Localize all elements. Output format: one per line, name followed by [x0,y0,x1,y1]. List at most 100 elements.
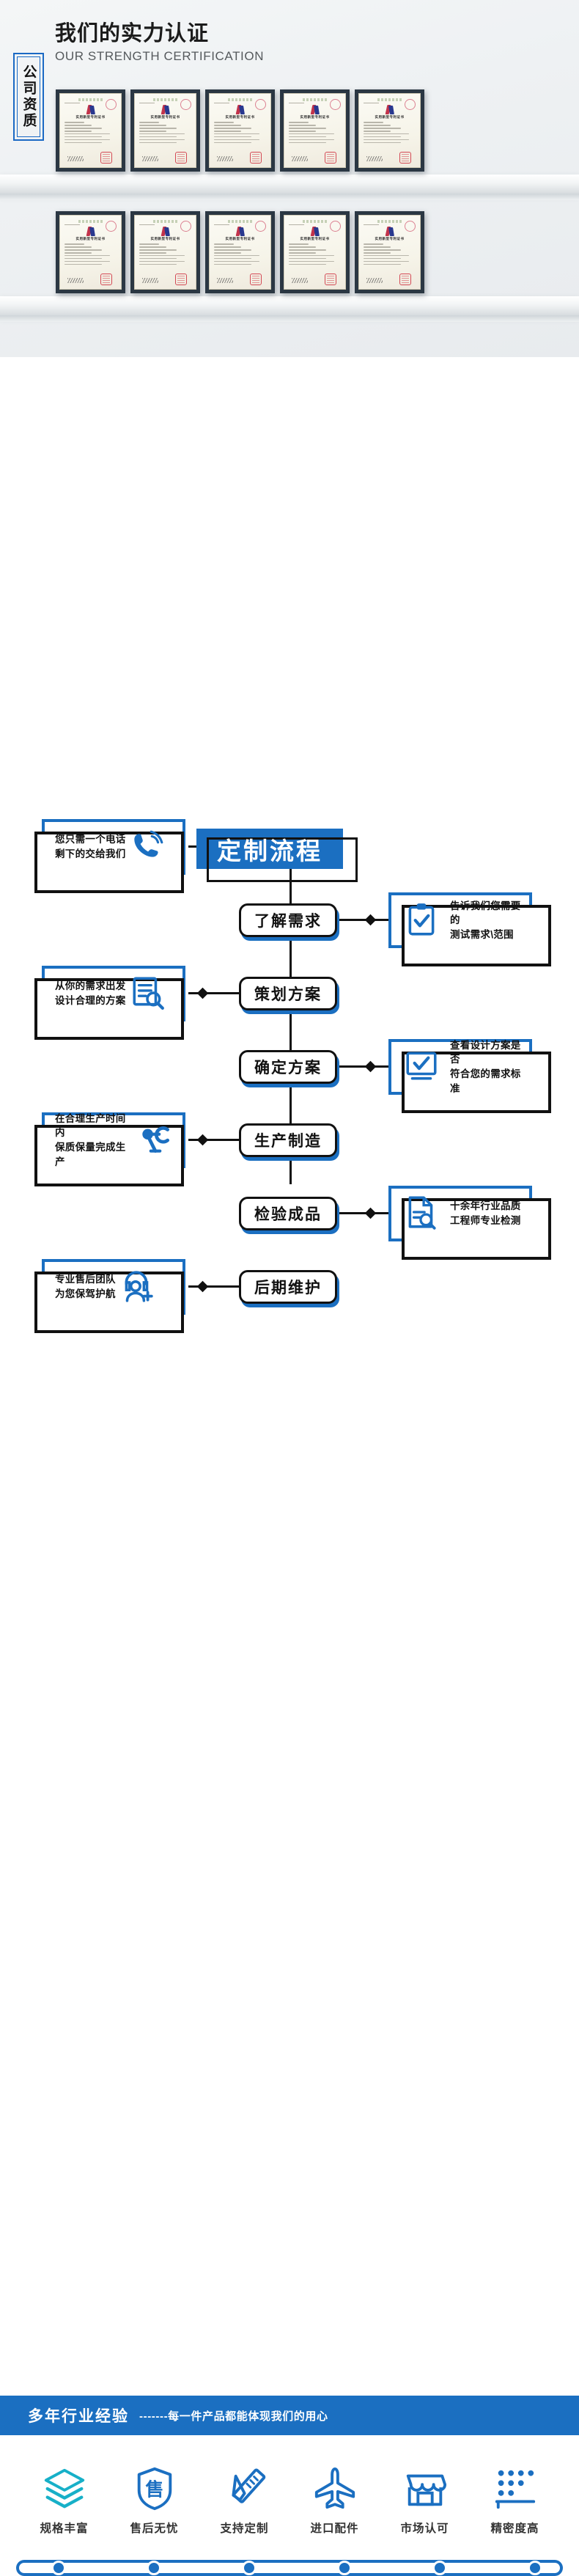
patent-logo-icon [385,227,395,236]
patent-logo-icon [161,227,171,236]
airplane-icon [295,2464,375,2514]
certification-header: 我们的实力认证 OUR STRENGTH CERTIFICATION [55,21,264,64]
timeline-dot-3[interactable] [242,2561,257,2575]
phone-call-icon [129,827,169,867]
process-step-2[interactable]: 了解需求 [239,903,337,937]
process-note-text: 查看设计方案是否 符合您的需求标准 [450,1039,521,1094]
monitor-check-icon [403,1047,443,1087]
process-note-2: 告诉我们您需要的 测试需求\范围 [388,892,551,966]
feature-item-5[interactable]: 市场认可 [386,2464,465,2536]
certificate-frame: 实用新型专利证书 [205,211,275,293]
timeline-dot-1[interactable] [51,2561,66,2575]
certification-section: 我们的实力认证 OUR STRENGTH CERTIFICATION 公司资质 … [0,0,579,357]
process-note-1: 您只需一个电话 剩下的交给我们 [34,819,185,893]
feature-label: 支持定制 [220,2522,269,2535]
feature-item-6[interactable]: 精密度高 [476,2464,555,2536]
feature-label: 进口配件 [310,2522,359,2535]
signature-mark [292,278,308,283]
certificate-frame: 实用新型专利证书 [280,211,350,293]
company-qualification-badge: 公司资质 [13,53,44,141]
red-seal-icon [250,274,262,285]
signature-mark [142,156,158,161]
process-note-text: 十余年行业品质 工程师专业检测 [450,1200,521,1226]
process-connector [188,1139,240,1141]
experience-banner: 多年行业经验 -------每一件产品都能体现我们的用心 [0,2396,579,2435]
feature-item-4[interactable]: 进口配件 [295,2464,375,2536]
signature-mark [217,278,233,283]
feature-list: 规格丰富售售后无忧支持定制进口配件市场认可精密度高 [0,2464,579,2536]
process-connector [339,1065,390,1068]
process-note-text: 告诉我们您需要的 测试需求\范围 [450,900,521,940]
shelf-bottom [0,296,579,315]
process-note-text: 在合理生产时间内 保质保量完成生产 [55,1112,126,1167]
process-step-4[interactable]: 确定方案 [239,1050,337,1084]
experience-banner-subtitle: -------每一件产品都能体现我们的用心 [139,2410,328,2423]
process-step-label: 后期维护 [254,1280,322,1296]
certificate-frame: 实用新型专利证书 [130,211,200,293]
process-step-label: 确定方案 [254,1060,322,1076]
dot-grid-icon [476,2464,555,2514]
badge-label: 公司资质 [21,65,37,129]
timeline-dot-6[interactable] [528,2561,542,2575]
red-seal-icon [325,152,336,164]
patent-logo-icon [385,105,395,114]
process-step-label: 生产制造 [254,1133,322,1150]
page-title: 我们的实力认证 [55,22,210,45]
process-step-6[interactable]: 检验成品 [239,1197,337,1230]
process-connector [339,1212,390,1214]
timeline-dot-2[interactable] [147,2561,161,2575]
process-note-text: 从你的需求出发 设计合理的方案 [55,980,126,1006]
feature-item-1[interactable]: 规格丰富 [25,2464,104,2536]
experience-banner-title: 多年行业经验 [28,2408,129,2425]
process-title: 定制流程 [196,829,358,882]
certificate-frame: 实用新型专利证书 [205,89,275,172]
timeline-dot-4[interactable] [337,2561,352,2575]
feature-item-2[interactable]: 售售后无忧 [115,2464,194,2536]
process-step-5[interactable]: 生产制造 [239,1123,337,1157]
feature-label: 规格丰富 [40,2522,89,2535]
patent-logo-icon [86,105,96,114]
certificate-row-bottom: 实用新型专利证书实用新型专利证书实用新型专利证书实用新型专利证书实用新型专利证书 [56,211,424,293]
feature-label: 市场认可 [400,2522,449,2535]
shelf-bottom-edge [0,315,579,322]
signature-mark [142,278,158,283]
certificate-frame: 实用新型专利证书 [355,211,424,293]
shelf-top-edge [0,194,579,200]
patent-logo-icon [235,105,246,114]
process-step-label: 策划方案 [254,986,322,1003]
process-connector [339,919,390,921]
process-note-4: 查看设计方案是否 符合您的需求标准 [388,1039,551,1113]
process-note-5: 在合理生产时间内 保质保量完成生产 [34,1112,185,1186]
certificate-row-top: 实用新型专利证书实用新型专利证书实用新型专利证书实用新型专利证书实用新型专利证书 [56,89,424,172]
signature-mark [67,156,84,161]
feature-item-3[interactable]: 支持定制 [205,2464,284,2536]
red-seal-icon [175,274,187,285]
red-seal-icon [399,152,411,164]
process-connector [188,1285,240,1288]
process-connector-diamond [364,1060,377,1073]
red-seal-icon [100,274,112,285]
red-seal-icon [250,152,262,164]
shelf-top [0,175,579,194]
document-search-icon [129,974,169,1013]
process-step-7[interactable]: 后期维护 [239,1270,337,1304]
feature-label: 精密度高 [490,2522,539,2535]
process-step-3[interactable]: 策划方案 [239,977,337,1010]
page-subtitle: OUR STRENGTH CERTIFICATION [55,49,265,64]
timeline-dot-5[interactable] [432,2561,447,2575]
process-note-6: 十余年行业品质 工程师专业检测 [388,1186,551,1260]
file-inspect-icon [403,1194,443,1233]
signature-mark [292,156,308,161]
feature-label: 售后无忧 [130,2522,179,2535]
red-seal-icon [399,274,411,285]
clipboard-check-icon [403,900,443,940]
layers-icon [25,2464,104,2514]
patent-logo-icon [161,105,171,114]
shield-sale-icon: 售 [115,2464,194,2514]
patent-logo-icon [86,227,96,236]
signature-mark [366,278,383,283]
certificate-frame: 实用新型专利证书 [280,89,350,172]
process-note-7: 专业售后团队 为您保驾护航 [34,1259,185,1333]
svg-text:售: 售 [145,2479,163,2500]
